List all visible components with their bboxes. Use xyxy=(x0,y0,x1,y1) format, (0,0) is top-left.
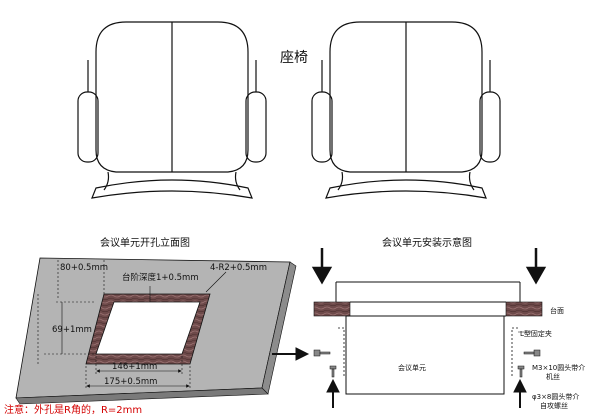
insert-arrows xyxy=(272,347,527,408)
cutout-dimensions xyxy=(37,260,227,390)
l-clips xyxy=(338,327,518,376)
chair-right xyxy=(311,21,501,199)
clip-label: L型固定夹 xyxy=(520,329,552,338)
unit-label: 会议单元 xyxy=(398,363,426,372)
chair-left xyxy=(77,21,267,199)
dim-step-depth: 台阶深度1+0.5mm xyxy=(122,272,199,283)
machine-screws xyxy=(313,349,541,357)
screw-machine-line2: 机丝 xyxy=(546,372,560,381)
screw-self-line1: φ3×8圆头带介 xyxy=(532,392,579,401)
dim-outer-width: 175+0.5mm xyxy=(104,377,157,387)
unit-cover xyxy=(335,281,521,302)
self-tapping-screws xyxy=(329,365,525,378)
cutout-hole xyxy=(85,293,211,365)
dim-left: 69+1mm xyxy=(52,325,92,335)
dim-top: 80+0.5mm xyxy=(60,263,108,273)
screw-machine-line1: M3×10圆头带介 xyxy=(532,363,585,372)
screw-self-line2: 自攻螺丝 xyxy=(540,401,568,410)
install-title: 会议单元安装示意图 xyxy=(382,236,472,249)
cutout-title: 会议单元开孔立面图 xyxy=(100,236,190,249)
desk-label: 台面 xyxy=(550,306,564,315)
desk-slab-right xyxy=(505,301,543,317)
dim-inner-width: 146+1mm xyxy=(112,362,157,372)
dim-radius: 4-R2+0.5mm xyxy=(210,263,267,273)
cutout-note: 注意：外孔是R角的，R=2mm xyxy=(4,403,142,416)
chairs-label: 座椅 xyxy=(280,50,308,66)
desk-slab-left xyxy=(313,301,351,317)
conference-unit xyxy=(345,315,505,395)
press-arrows xyxy=(311,248,547,285)
